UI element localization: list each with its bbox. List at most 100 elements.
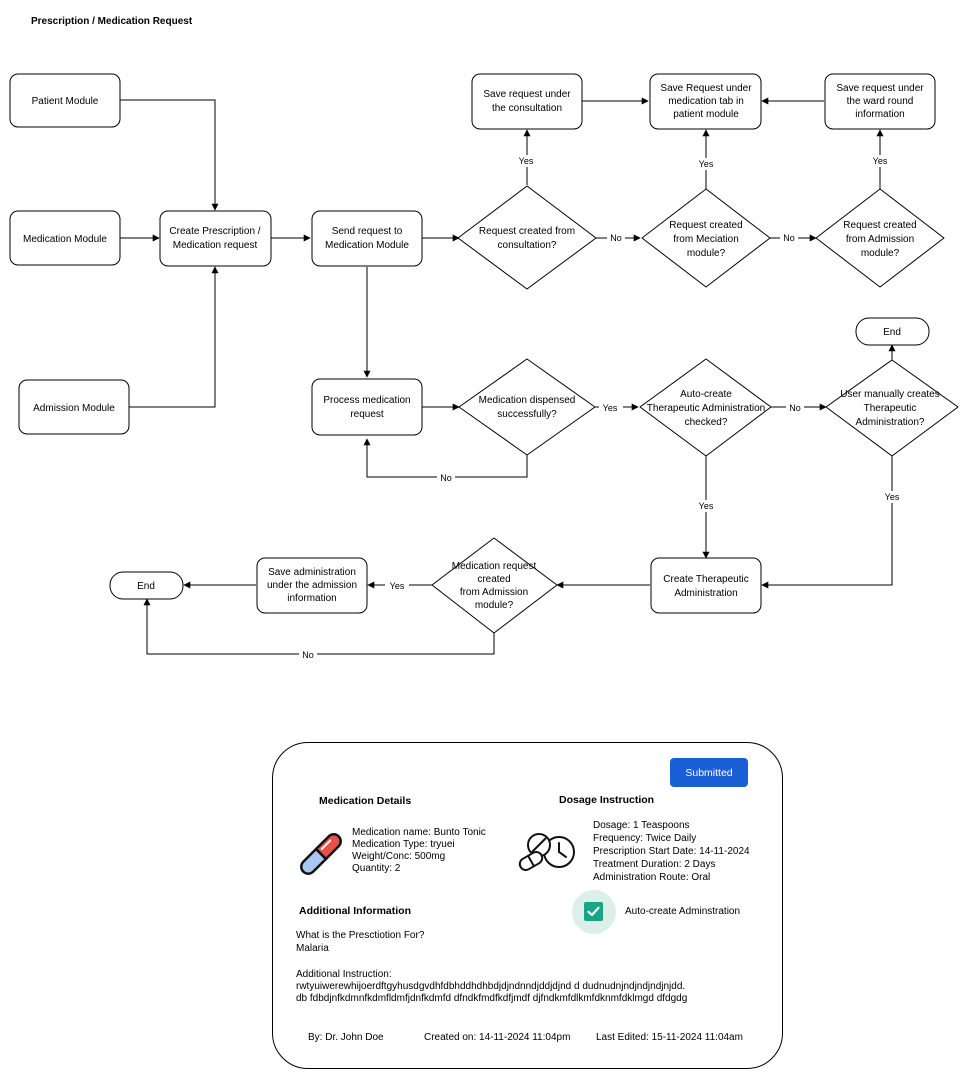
- node-create-therapeutic: Create Therapeutic Administration: [650, 557, 762, 614]
- node-label-line: information: [855, 109, 904, 120]
- node-end-top: End: [855, 317, 930, 346]
- edge-label-no: No: [789, 403, 801, 413]
- node-label-line: Request created from: [479, 226, 575, 237]
- node-admission-module: Admission Module: [18, 379, 130, 435]
- created-on: Created on: 14-11-2024 11:04pm: [424, 1032, 571, 1043]
- edge-label-no: No: [610, 233, 622, 243]
- node-save-ward-round: Save request under the ward round inform…: [824, 73, 936, 130]
- node-label-line: Send request to: [332, 226, 403, 237]
- node-process-request: Process medication request: [311, 378, 423, 436]
- node-label-line: Process medication: [323, 395, 410, 406]
- node-label-line: Medication dispensed: [479, 395, 576, 406]
- node-label-line: from Meciation: [673, 234, 739, 245]
- node-q-medication: Request created from Meciation module?: [641, 188, 771, 288]
- node-label-line: patient module: [673, 109, 739, 120]
- pills-clock-icon: [517, 827, 581, 882]
- edge-label-yes: Yes: [603, 403, 618, 413]
- node-label-line: module?: [687, 248, 726, 259]
- additional-instruction-line: db fdbdjnfkdmnfkdmfldmfjdnfkdmfd dfndkfm…: [296, 993, 688, 1004]
- medication-name: Medication name: Bunto Tonic: [352, 827, 486, 838]
- dosage-route: Administration Route: Oral: [593, 872, 711, 883]
- node-label: Admission Module: [33, 403, 115, 414]
- medicine-pill-icon: [295, 828, 347, 885]
- node-q-admission: Request created from Admission module?: [815, 188, 945, 288]
- node-label-line: the ward round: [847, 96, 914, 107]
- edge-manual-q-yes: [761, 456, 893, 589]
- dosage-amount: Dosage: 1 Teaspoons: [593, 820, 690, 831]
- node-label-line: Create Therapeutic: [663, 574, 748, 585]
- dosage-start-date: Prescription Start Date: 14-11-2024: [593, 846, 750, 857]
- node-label-line: Administration: [674, 588, 737, 599]
- node-label-line: from Admission: [460, 587, 528, 598]
- flowchart: Patient Module Medication Module Admissi…: [9, 73, 959, 661]
- auto-create-label: Auto-create Adminstration: [625, 906, 741, 917]
- edge-label-no: No: [783, 233, 795, 243]
- purpose-question: What is the Presctiotion For?: [296, 930, 425, 941]
- purpose-answer: Malaria: [296, 943, 329, 954]
- edge-label-yes: Yes: [699, 501, 714, 511]
- node-label: End: [137, 581, 155, 592]
- node-label-line: Auto-create: [680, 389, 732, 400]
- checkmark-icon: [587, 906, 600, 917]
- edge-admission-to-create: [129, 266, 219, 408]
- node-label-line: Medication Module: [325, 240, 409, 251]
- node-label-line: Medication request: [452, 561, 537, 572]
- node-label-line: Medication request: [173, 240, 258, 251]
- node-label-line: created: [477, 574, 510, 585]
- node-label-line: Therapeutic Administration: [647, 403, 765, 414]
- node-label-line: Create Prescription /: [169, 226, 260, 237]
- edge-label-yes: Yes: [885, 492, 900, 502]
- dosage-duration: Treatment Duration: 2 Days: [593, 859, 716, 870]
- auto-create-checkbox-halo: [572, 890, 616, 934]
- node-label-line: the consultation: [492, 103, 562, 114]
- prescription-card: Submitted Medication Details Dosage Inst…: [272, 742, 783, 1069]
- medication-quantity: Quantity: 2: [352, 863, 401, 874]
- node-label-line: Request created: [669, 220, 742, 231]
- node-label-line: medication tab in: [668, 96, 744, 107]
- edge-admission-bottom-q-no: [143, 598, 495, 655]
- node-label: Medication Module: [23, 234, 107, 245]
- edge-label-yes: Yes: [873, 156, 888, 166]
- edge-labels: Yes Yes Yes No No Yes No No Yes Yes Yes …: [299, 155, 904, 661]
- edge-patient-to-create: [120, 99, 219, 211]
- node-save-medication-tab: Save Request under medication tab in pat…: [649, 73, 762, 130]
- node-label-line: Therapeutic: [864, 403, 917, 414]
- node-send-request: Send request to Medication Module: [311, 210, 423, 267]
- last-edited: Last Edited: 15-11-2024 11:04am: [596, 1032, 743, 1043]
- node-q-manual-create: User manually creates Therapeutic Admini…: [825, 359, 959, 457]
- page-title: Prescription / Medication Request: [31, 16, 193, 27]
- edge-label-yes: Yes: [699, 159, 714, 169]
- node-save-consultation: Save request under the consultation: [471, 73, 583, 130]
- medication-details-heading: Medication Details: [319, 795, 412, 807]
- node-label-line: Save administration: [268, 567, 356, 578]
- additional-information-heading: Additional Information: [299, 905, 411, 917]
- node-create-request: Create Prescription / Medication request: [159, 210, 272, 267]
- auto-create-checkbox[interactable]: [584, 902, 603, 921]
- node-end-bottom: End: [109, 571, 184, 600]
- node-label-line: from Admission: [846, 234, 914, 245]
- node-label-line: checked?: [685, 417, 728, 428]
- node-label-line: Save request under: [836, 83, 924, 94]
- node-save-admission: Save administration under the admission …: [256, 557, 368, 614]
- node-label-line: Save Request under: [660, 83, 752, 94]
- dosage-frequency: Frequency: Twice Daily: [593, 833, 697, 844]
- node-q-consultation: Request created from consultation?: [457, 185, 597, 290]
- node-patient-module: Patient Module: [9, 73, 121, 128]
- medication-weight: Weight/Conc: 500mg: [352, 851, 446, 862]
- node-label-line: request: [350, 409, 384, 420]
- node-label: End: [883, 327, 901, 338]
- edge-label-no: No: [440, 473, 452, 483]
- node-label-line: Request created: [843, 220, 916, 231]
- submitted-status-button[interactable]: Submitted: [670, 758, 748, 787]
- node-label-line: successfully?: [497, 409, 557, 420]
- node-medication-module: Medication Module: [9, 210, 121, 266]
- node-label-line: consultation?: [498, 240, 557, 251]
- additional-instruction-label: Additional Instruction:: [296, 969, 392, 980]
- edge-label-yes: Yes: [519, 156, 534, 166]
- additional-instruction-line: rwtyuiwerewhijoerdftgyhusdgvdhfdbhddhdhb…: [296, 981, 686, 992]
- medication-type: Medication Type: tryuei: [352, 839, 455, 850]
- node-q-admission-bottom: Medication request created from Admissio…: [431, 537, 558, 634]
- node-label-line: User manually creates: [840, 389, 939, 400]
- node-label: Patient Module: [32, 96, 99, 107]
- edge-label-no: No: [302, 650, 314, 660]
